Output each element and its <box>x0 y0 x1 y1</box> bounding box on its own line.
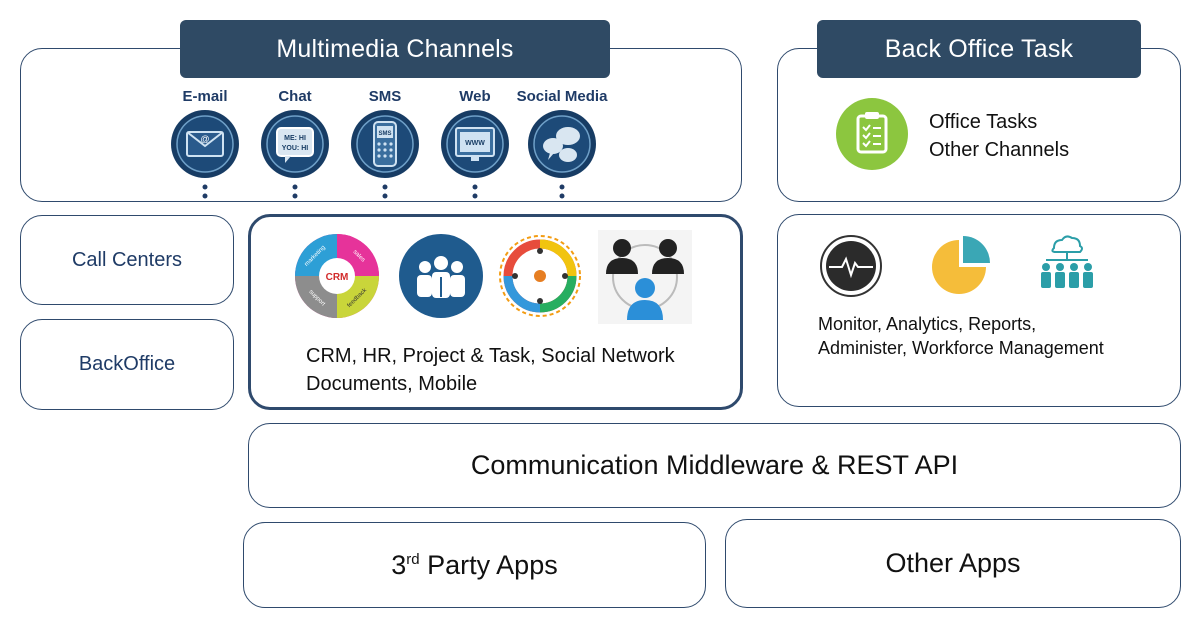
multimedia-channels-title: Multimedia Channels <box>180 20 610 78</box>
clipboard-checklist-icon <box>836 98 908 170</box>
crm-wheel-center: CRM <box>326 272 349 283</box>
team-icon <box>399 234 483 318</box>
pie-chart-icon <box>932 236 990 294</box>
chat-icon-text-me: ME: HI <box>284 135 306 142</box>
sms-icon-text: SMS <box>378 131 391 137</box>
channel-email: E-mail @ <box>160 86 250 200</box>
third-party-suffix: Party Apps <box>419 549 558 580</box>
channel-email-label: E-mail <box>182 88 228 105</box>
web-icon-text: WWW <box>465 140 485 147</box>
cloud-team-icon <box>1041 235 1093 288</box>
channel-sms-label: SMS <box>368 88 402 105</box>
channel-social-media-label: Social Media <box>516 88 608 105</box>
third-party-sup: rd <box>406 550 420 568</box>
backoffice-label: BackOffice <box>78 353 176 375</box>
social-network-icon <box>598 230 692 324</box>
call-centers-label: Call Centers <box>71 248 183 271</box>
core-modules-line-1: CRM, HR, Project & Task, Social Network <box>306 345 675 367</box>
channel-chat: Chat ME: HI YOU: HI <box>250 86 340 200</box>
third-party-prefix: 3 <box>391 549 407 580</box>
channel-social-media: Social Media <box>502 86 622 200</box>
other-apps-label: Other Apps <box>885 548 1021 578</box>
envelope-icon: @ <box>171 110 239 178</box>
office-tasks-line: Office Tasks <box>929 111 1038 133</box>
gear-network-icon <box>499 235 581 317</box>
phone-icon: SMS <box>351 110 419 178</box>
call-centers-box: Call Centers <box>20 215 234 305</box>
management-text: Monitor, Analytics, Reports, Administer,… <box>818 312 1104 360</box>
channel-chat-label: Chat <box>278 88 312 105</box>
back-office-task-text: Office Tasks Other Channels <box>929 108 1069 164</box>
monitor-icon: WWW <box>441 110 509 178</box>
middleware-label: Communication Middleware & REST API <box>470 450 959 480</box>
core-modules-text: CRM, HR, Project & Task, Social Network … <box>306 342 675 398</box>
middleware-box: Communication Middleware & REST API <box>248 423 1181 508</box>
chat-icon-text-you: YOU: HI <box>282 145 309 152</box>
crm-wheel-icon: CRM marketing sales feedback support <box>295 234 379 318</box>
third-party-apps-label: 3rd Party Apps <box>391 550 557 581</box>
other-apps-box: Other Apps <box>725 519 1181 608</box>
channel-web: Web WWW <box>430 86 520 200</box>
channel-sms: SMS SMS <box>340 86 430 200</box>
svg-text:@: @ <box>200 134 209 144</box>
speech-bubbles-icon <box>528 110 596 178</box>
back-office-task-title: Back Office Task <box>817 20 1141 78</box>
backoffice-box: BackOffice <box>20 319 234 410</box>
pulse-monitor-icon <box>820 235 882 297</box>
channel-web-label: Web <box>459 88 491 105</box>
chat-bubble-icon: ME: HI YOU: HI <box>261 110 329 178</box>
core-modules-line-2: Documents, Mobile <box>306 373 478 395</box>
third-party-apps-box: 3rd Party Apps <box>243 522 706 608</box>
management-line-2: Administer, Workforce Management <box>818 338 1104 358</box>
other-channels-line: Other Channels <box>929 139 1070 161</box>
management-line-1: Monitor, Analytics, Reports, <box>818 314 1037 334</box>
